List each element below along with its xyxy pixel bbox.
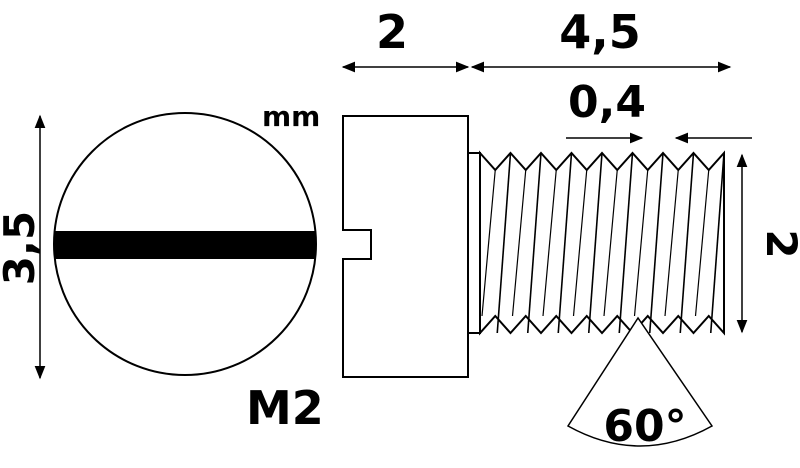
thread-crest-line xyxy=(709,152,725,334)
screw-head-side xyxy=(342,115,469,378)
thread-profile xyxy=(479,150,725,336)
pitch-label: 0,4 xyxy=(568,77,646,128)
head-length-label: 2 xyxy=(376,5,408,59)
thread-angle-marker xyxy=(566,316,714,447)
unit-label: mm xyxy=(262,100,320,133)
thread-crest-line xyxy=(618,152,634,334)
thread-root-line xyxy=(603,169,618,317)
thread-crest-line xyxy=(557,152,573,334)
thread-diameter-label: 2 xyxy=(757,229,800,258)
thread-angle-label: 60° xyxy=(603,401,686,452)
thread-root-line xyxy=(572,169,588,317)
thread-crest-line xyxy=(587,152,603,334)
thread-neck xyxy=(467,152,481,334)
thread-root-line xyxy=(694,169,710,317)
screw-thread xyxy=(467,150,725,336)
thread-root-line xyxy=(633,169,649,317)
thread-crest-line xyxy=(679,152,695,334)
head-slot xyxy=(55,231,315,259)
thread-outline xyxy=(479,150,725,336)
thread-length-label: 4,5 xyxy=(559,5,641,59)
thread-root-line xyxy=(664,169,679,317)
thread-root-line xyxy=(542,169,557,317)
head-end-view xyxy=(53,112,317,376)
head-diameter-label: 3,5 xyxy=(0,211,44,285)
size-label: M2 xyxy=(246,381,324,435)
thread-crest-line xyxy=(496,152,512,334)
thread-root-line xyxy=(511,169,527,317)
thread-crest-line xyxy=(526,152,542,334)
thread-crest-line xyxy=(648,152,664,334)
thread-root-line xyxy=(481,169,496,317)
